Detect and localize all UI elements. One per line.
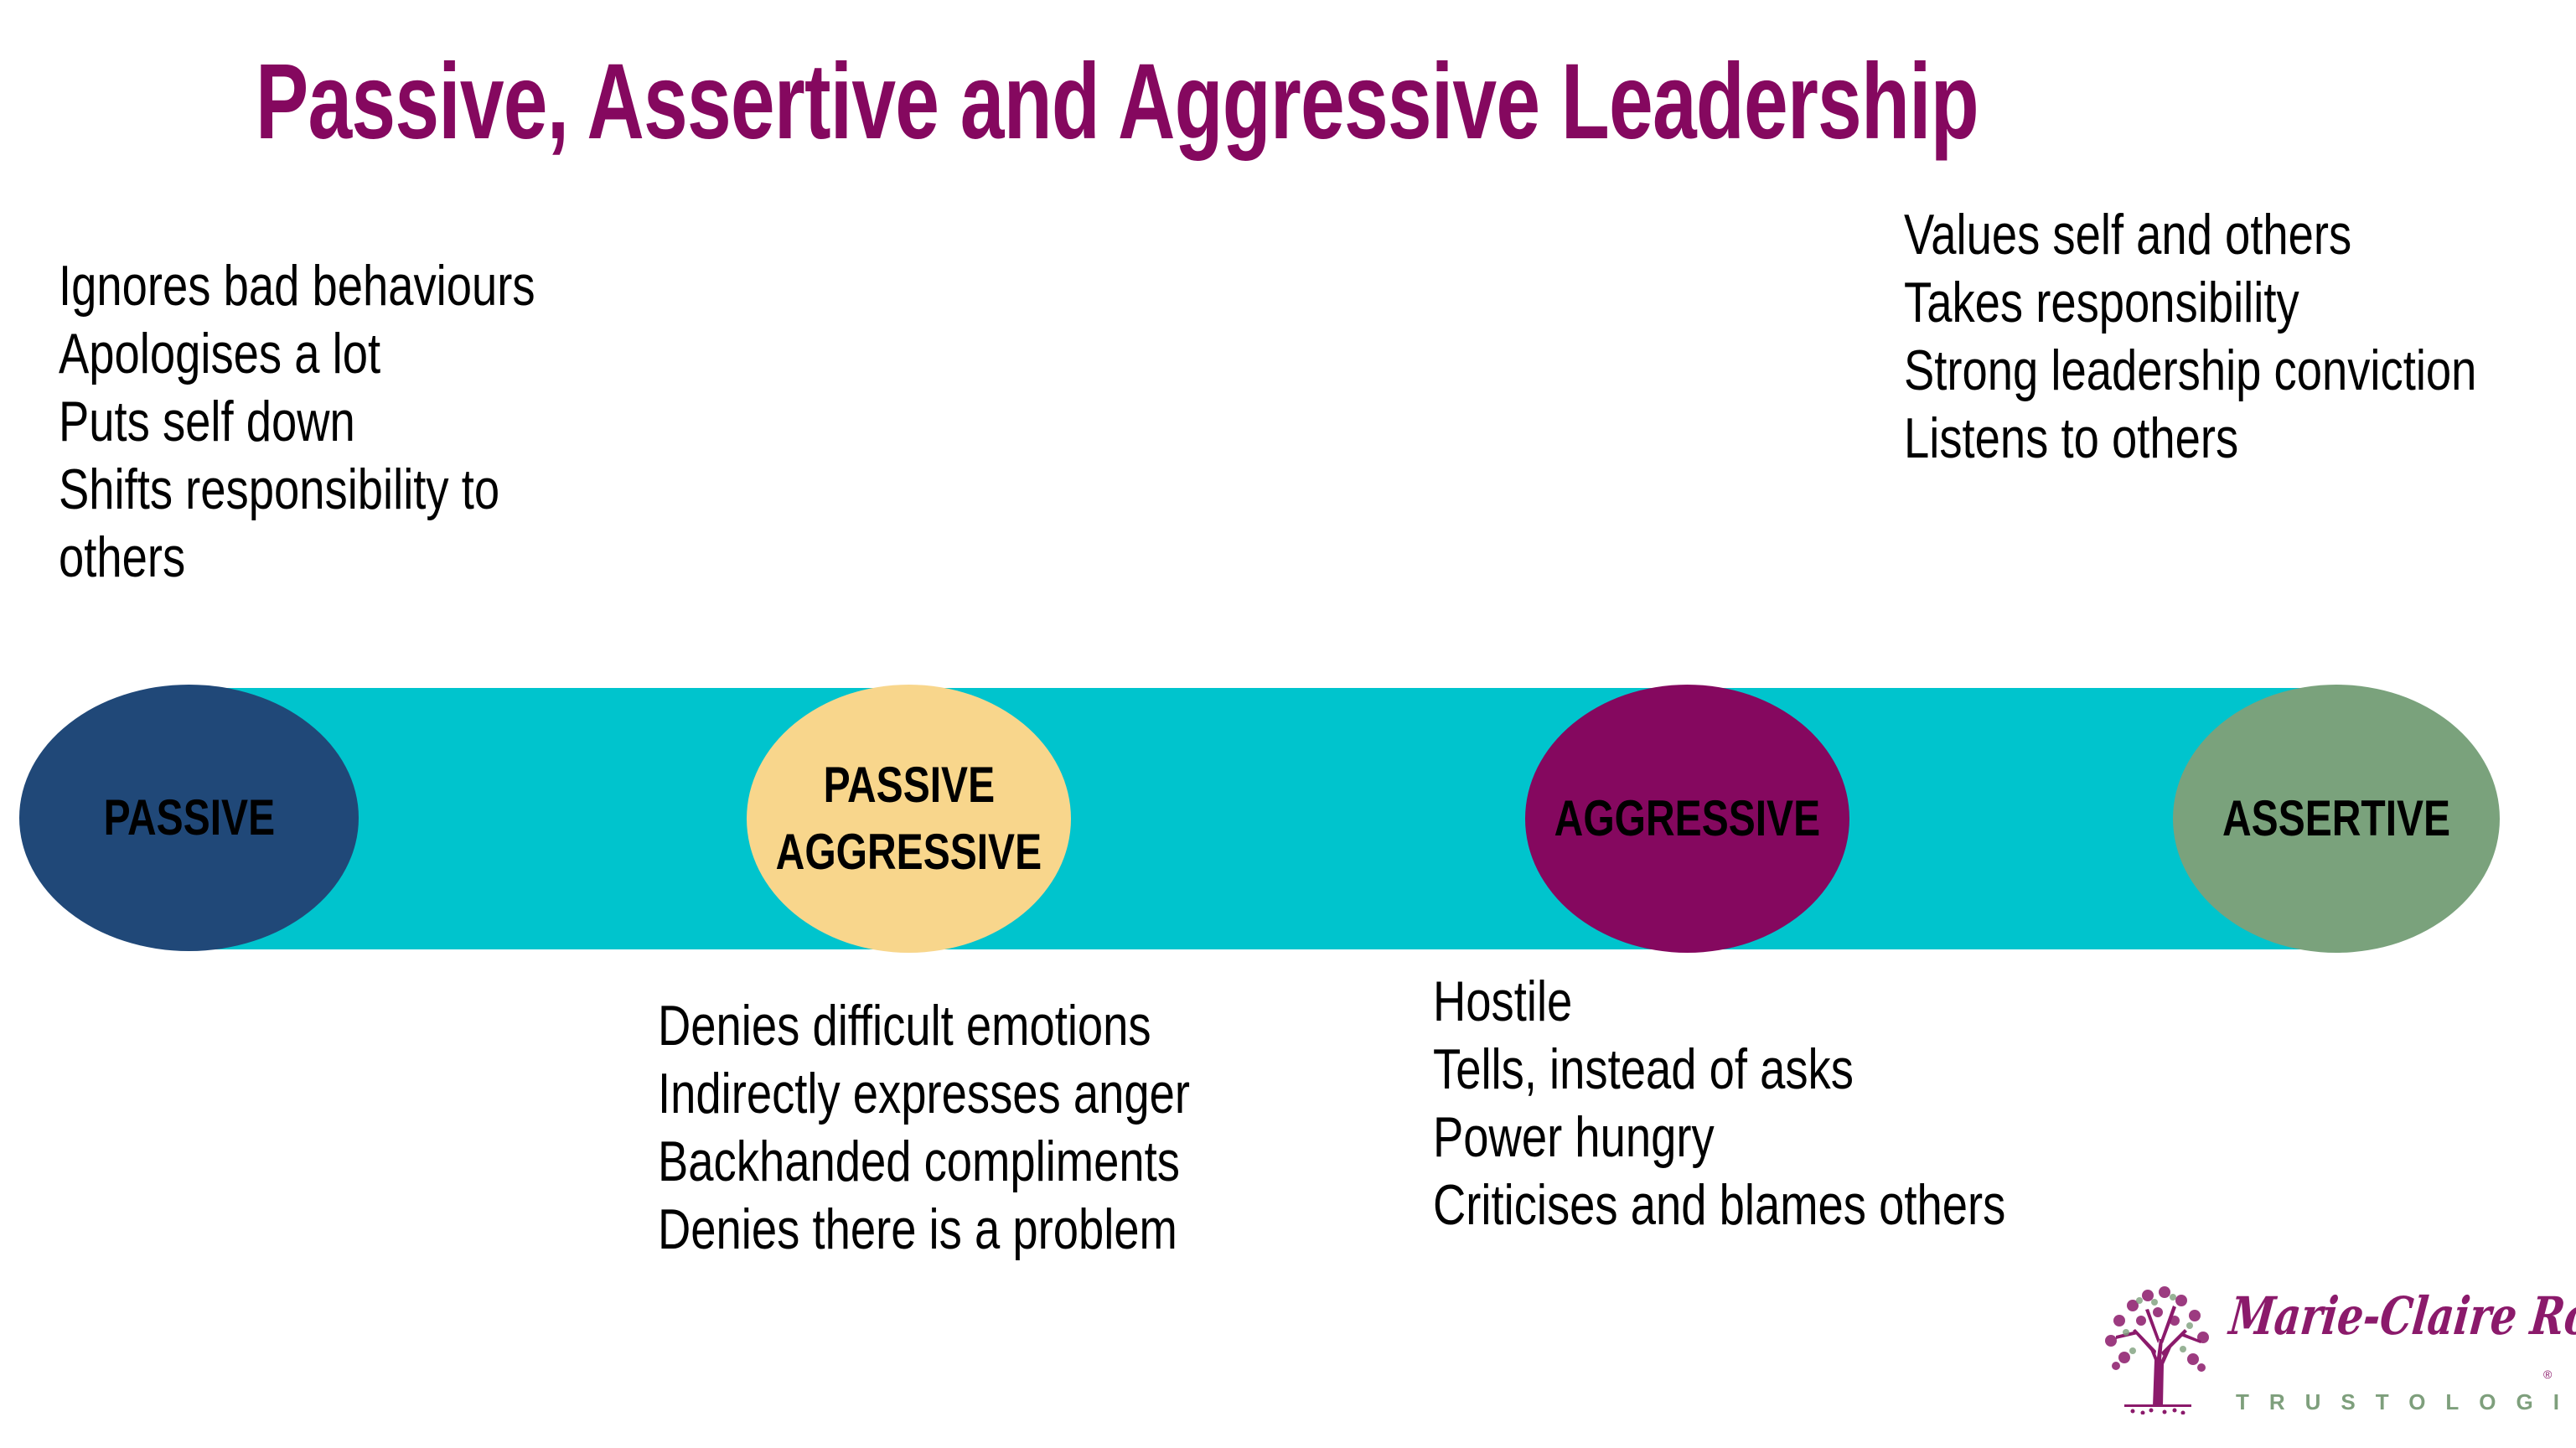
logo-name: Marie-Claire Ross: [2226, 1285, 2576, 1347]
logo-tagline: TRUSTOLOGIE: [2236, 1389, 2576, 1414]
slide-title: Passive, Assertive and Aggressive Leader…: [256, 44, 2324, 161]
node-aggressive-label: AGGRESSIVE: [1554, 790, 1821, 846]
assertive-description: Values self and others Takes responsibil…: [1904, 201, 2576, 473]
assertive-trait: Listens to others: [1904, 406, 2239, 470]
passive-aggressive-trait: Backhanded compliments: [658, 1130, 1180, 1193]
aggressive-trait: Criticises and blames others: [1433, 1173, 2006, 1237]
aggressive-trait: Tells, instead of asks: [1433, 1037, 1854, 1101]
aggressive-description: Hostile Tells, instead of asks Power hun…: [1433, 968, 2149, 1239]
passive-aggressive-trait: Indirectly expresses anger: [658, 1062, 1190, 1125]
node-assertive-label: ASSERTIVE: [2222, 790, 2451, 846]
aggressive-trait: Hostile: [1433, 970, 1573, 1033]
tree-icon: [2105, 1286, 2209, 1414]
passive-trait: others: [59, 525, 186, 589]
passive-description: Ignores bad behaviours Apologises a lot …: [59, 252, 654, 592]
passive-trait: Shifts responsibility to: [59, 458, 500, 521]
spectrum-band: [189, 688, 2335, 949]
node-passive-label: PASSIVE: [103, 789, 275, 846]
passive-aggressive-trait: Denies there is a problem: [658, 1197, 1177, 1261]
assertive-trait: Takes responsibility: [1904, 271, 2299, 334]
slide-title-text: Passive, Assertive and Aggressive Leader…: [256, 42, 1979, 162]
brand-logo: Marie-Claire Ross ® TRUSTOLOGIE: [2095, 1274, 2576, 1425]
node-passive-aggressive: PASSIVE AGGRESSIVE: [747, 685, 1071, 953]
passive-trait: Ignores bad behaviours: [59, 254, 535, 318]
node-passive-aggressive-label-line2: AGGRESSIVE: [775, 824, 1042, 880]
node-passive-aggressive-label-line1: PASSIVE: [823, 757, 995, 813]
node-assertive: ASSERTIVE: [2173, 685, 2500, 953]
passive-aggressive-trait: Denies difficult emotions: [658, 994, 1151, 1058]
passive-trait: Puts self down: [59, 390, 355, 453]
aggressive-trait: Power hungry: [1433, 1105, 1715, 1169]
registered-mark: ®: [2543, 1368, 2553, 1381]
passive-aggressive-description: Denies difficult emotions Indirectly exp…: [658, 992, 1323, 1264]
node-aggressive: AGGRESSIVE: [1525, 685, 1849, 953]
node-passive: PASSIVE: [19, 685, 359, 951]
assertive-trait: Strong leadership conviction: [1904, 339, 2477, 402]
passive-trait: Apologises a lot: [59, 322, 381, 385]
assertive-trait: Values self and others: [1904, 203, 2352, 266]
